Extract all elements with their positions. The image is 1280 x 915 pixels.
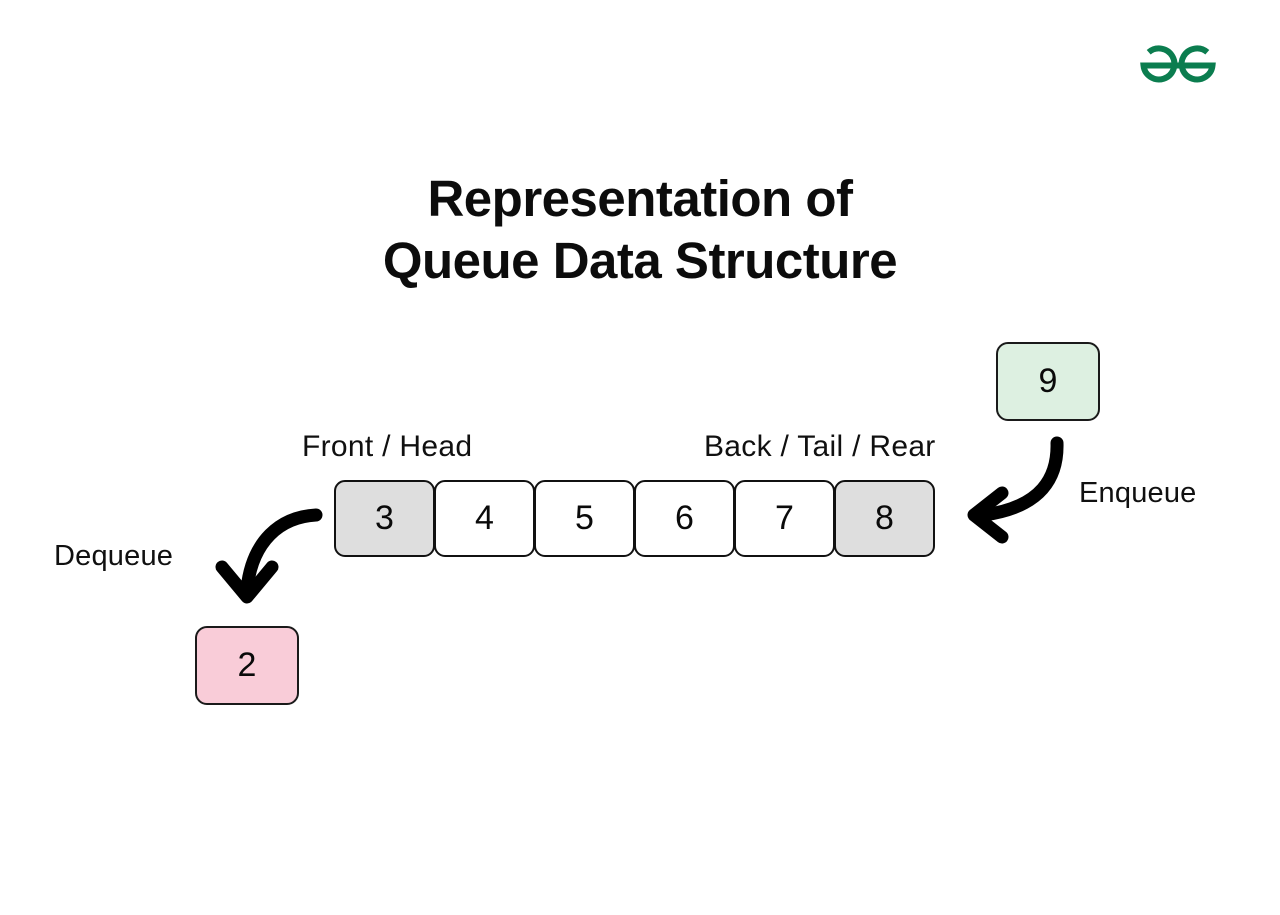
page-title-line-1: Representation of	[427, 170, 853, 228]
queue-cell-value: 8	[875, 499, 894, 537]
geeksforgeeks-logo	[1140, 45, 1216, 83]
page-title: Representation of Queue Data Structure	[0, 168, 1280, 292]
back-tail-rear-label: Back / Tail / Rear	[704, 430, 936, 463]
incoming-element-box: 9	[996, 342, 1100, 421]
dequeue-arrow-icon	[215, 508, 323, 604]
outgoing-element-box: 2	[195, 626, 299, 705]
queue-cell: 5	[534, 480, 635, 557]
queue-cell-rear: 8	[834, 480, 935, 557]
dequeue-label: Dequeue	[54, 540, 174, 572]
queue-cell: 7	[734, 480, 835, 557]
queue-cell-value: 6	[675, 499, 694, 537]
enqueue-arrow-icon	[967, 436, 1064, 544]
queue-cell: 6	[634, 480, 735, 557]
queue-cell-value: 4	[475, 499, 494, 537]
outgoing-element-value: 2	[237, 646, 257, 684]
queue-container: 3 4 5 6 7 8	[334, 480, 935, 557]
queue-cell-value: 7	[775, 499, 794, 537]
incoming-element-value: 9	[1038, 362, 1058, 400]
enqueue-label: Enqueue	[1079, 477, 1197, 509]
queue-cell-front: 3	[334, 480, 435, 557]
queue-cell-value: 5	[575, 499, 594, 537]
page-title-line-2: Queue Data Structure	[382, 232, 898, 290]
front-head-label: Front / Head	[302, 430, 473, 463]
queue-cell-value: 3	[375, 499, 394, 537]
queue-cell: 4	[434, 480, 535, 557]
